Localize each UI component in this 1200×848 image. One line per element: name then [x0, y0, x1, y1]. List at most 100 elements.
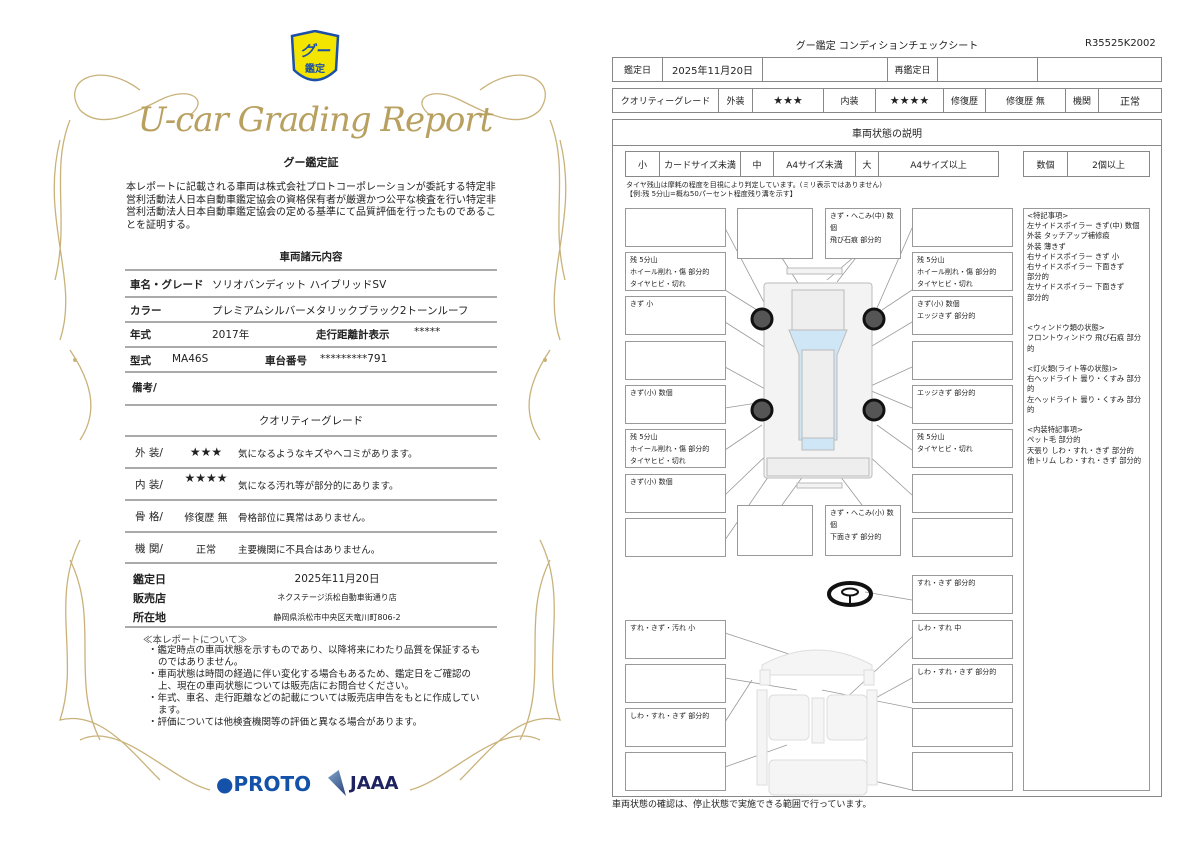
grade-title: クオリティーグレード [258, 415, 364, 427]
count-label: 数個 [1023, 151, 1068, 177]
tire-example: 【例:残 5分山=概ね50パーセント程度残り溝を示す】 [626, 190, 797, 198]
damage-note-box: きず(小) 数個 [625, 474, 726, 513]
divider [125, 321, 497, 323]
damage-note-box: 残 5分山 ホイール削れ・傷 部分的 タイヤヒビ・切れ [625, 429, 726, 468]
size-legend-cell: A4サイズ未満 [773, 151, 856, 177]
color-label: カラー [130, 305, 162, 317]
grade-label: クオリティーグレード [612, 88, 719, 113]
grade-value: 正常 [196, 545, 216, 556]
repair-label: 修復歴 [943, 88, 986, 113]
damage-note-box: 残 5分山 ホイール削れ・傷 部分的 タイヤヒビ・切れ [625, 252, 726, 291]
damage-note-box: きず・へこみ(小) 数個 下面きず 部分的 [825, 505, 901, 556]
sheet-footer: 車両状態の確認は、停止状態で実施できる範囲で行っています。 [612, 800, 872, 810]
svg-text:グー: グー [300, 42, 331, 60]
divider [125, 346, 497, 348]
date-value: 2025年11月20日 [294, 573, 380, 585]
section-title: 車両状態の説明 [612, 119, 1162, 146]
special-notes: <特記事項> 左サイドスポイラー きず(中) 数個 外装 タッチアップ補修痕 外… [1023, 208, 1150, 791]
name-value: ソリオバンディット ハイブリッドSV [212, 279, 387, 291]
damage-note-box: きず(小) 数個 エッジきず 部分的 [912, 296, 1013, 335]
vehicle-diagram [724, 227, 913, 796]
date-label: 鑑定日 [133, 573, 166, 586]
divider [125, 467, 497, 469]
divider [125, 626, 497, 628]
grade-label: 機 関/ [135, 543, 163, 555]
interior-view [756, 649, 878, 796]
svg-text:鑑定: 鑑定 [305, 62, 325, 75]
goo-kantei-logo: グー 鑑定 [288, 29, 342, 90]
redate-label: 再鑑定日 [887, 57, 938, 82]
damage-note-box [625, 664, 726, 703]
remarks-label: 備考/ [132, 382, 157, 394]
about-title: ≪本レポートについて≫ [143, 635, 248, 646]
damage-note-box [737, 505, 813, 556]
damage-note-box [625, 752, 726, 791]
car-top-view [763, 267, 873, 489]
damage-note-box [625, 208, 726, 247]
ext-value: ★★★ [752, 88, 824, 113]
tire-note: タイヤ残山は摩耗の程度を目視により判定しています。(ミリ表示ではありません) [626, 181, 882, 189]
blank-cell [1037, 57, 1162, 82]
ext-label: 外装 [718, 88, 753, 113]
color-value: プレミアムシルバーメタリックブラック2トーンルーフ [212, 305, 469, 317]
divider [125, 531, 497, 533]
grade-label: 外 装/ [135, 447, 163, 459]
about-item: ・年式、車名、走行距離などの記載については販売店申告をもとに作成しています。 [148, 693, 480, 716]
name-label: 車名・グレード [130, 279, 204, 291]
grade-desc: 主要機関に不具合はありません。 [238, 545, 381, 556]
proto-logo-text: PROTO [233, 772, 312, 796]
tire-icons [750, 307, 886, 422]
grade-label: 内 装/ [135, 479, 163, 491]
damage-note-box [912, 752, 1013, 791]
about-item: ・評価については他検査機関等の評価と異なる場合があります。 [148, 717, 423, 728]
damage-note-box [625, 341, 726, 380]
steering-wheel-icon [827, 581, 873, 607]
grade-value: ★★★ [189, 445, 223, 459]
size-legend-cell: 中 [740, 151, 774, 177]
size-legend-cell: 小 [625, 151, 660, 177]
addr-label: 所在地 [133, 611, 166, 624]
year-label: 年式 [130, 329, 151, 341]
divider [125, 562, 497, 564]
divider [125, 404, 497, 406]
damage-note-box: しわ・すれ・きず 部分的 [625, 708, 726, 747]
script-title: U-car Grading Report [137, 100, 494, 140]
grade-desc: 気になる汚れ等が部分的にあります。 [238, 481, 399, 492]
chassis-value: *********791 [320, 353, 388, 365]
damage-note-box: しわ・すれ・きず 部分的 [912, 664, 1013, 703]
damage-note-box: きず 小 [625, 296, 726, 335]
model-value: MA46S [172, 353, 209, 365]
damage-note-box: きず・へこみ(中) 数個 飛び石痕 部分的 [825, 208, 901, 259]
date-label: 鑑定日 [612, 57, 663, 82]
damage-note-box: すれ・きず 部分的 [912, 575, 1013, 614]
date-value: 2025年11月20日 [662, 57, 763, 82]
count-value: 2個以上 [1067, 151, 1150, 177]
int-value: ★★★★ [875, 88, 944, 113]
divider [125, 371, 497, 373]
size-legend-cell: A4サイズ以上 [878, 151, 999, 177]
damage-note-box [912, 341, 1013, 380]
damage-note-box: しわ・すれ 中 [912, 620, 1013, 659]
damage-note-box: エッジきず 部分的 [912, 385, 1013, 424]
sheet-title: グー鑑定 コンディションチェックシート [795, 41, 979, 52]
shop-value: ネクステージ浜松自動車街通り店 [277, 593, 397, 602]
damage-note-box [912, 474, 1013, 513]
model-label: 型式 [130, 355, 151, 367]
addr-value: 静岡県浜松市中央区天竜川町806-2 [273, 613, 401, 622]
odo-value: ***** [414, 326, 441, 338]
grade-label: 骨 格/ [135, 511, 163, 523]
grade-value: 修復歴 無 [184, 513, 228, 524]
damage-note-box [912, 708, 1013, 747]
grade-value: ★★★★ [184, 471, 228, 485]
about-item: ・車両状態は時間の経過に伴い変化する場合もあるため、鑑定日をご確認の上、現在の車… [148, 669, 472, 692]
cert-title: グー鑑定証 [283, 156, 339, 169]
grade-desc: 気になるようなキズやヘコミがあります。 [238, 449, 418, 460]
int-label: 内装 [823, 88, 876, 113]
damage-note-box [912, 208, 1013, 247]
redate-value [937, 57, 1038, 82]
divider [125, 269, 497, 271]
jaaa-logo: JAAA [350, 773, 399, 794]
spec-title: 車両諸元内容 [279, 251, 343, 263]
size-legend-cell: 大 [855, 151, 879, 177]
divider [125, 499, 497, 501]
